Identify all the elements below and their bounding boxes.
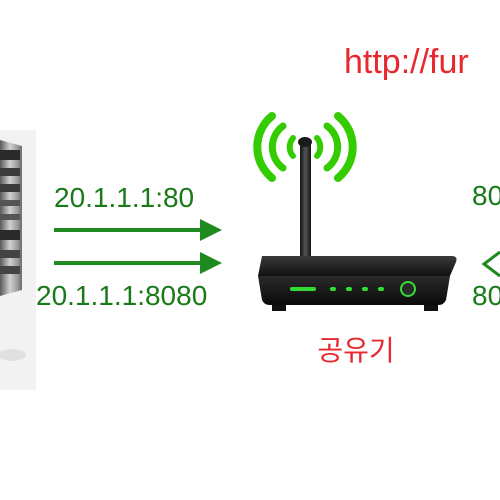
arrow-right-icon <box>54 219 222 241</box>
connection-address-2: 20.1.1.1:8080 <box>36 280 207 311</box>
router-icon <box>258 137 457 311</box>
right-port-label-1: 80 <box>472 180 500 211</box>
connection-address-1: 20.1.1.1:80 <box>54 182 194 213</box>
arrow-right-icon <box>54 252 222 274</box>
router-label: 공유기 <box>317 335 394 366</box>
url-text: http://fur <box>344 43 469 81</box>
server-icon <box>0 130 36 390</box>
wifi-signal-icon <box>253 112 357 182</box>
bracket-connector-icon <box>481 250 500 278</box>
right-port-label-2: 80 <box>472 280 500 311</box>
